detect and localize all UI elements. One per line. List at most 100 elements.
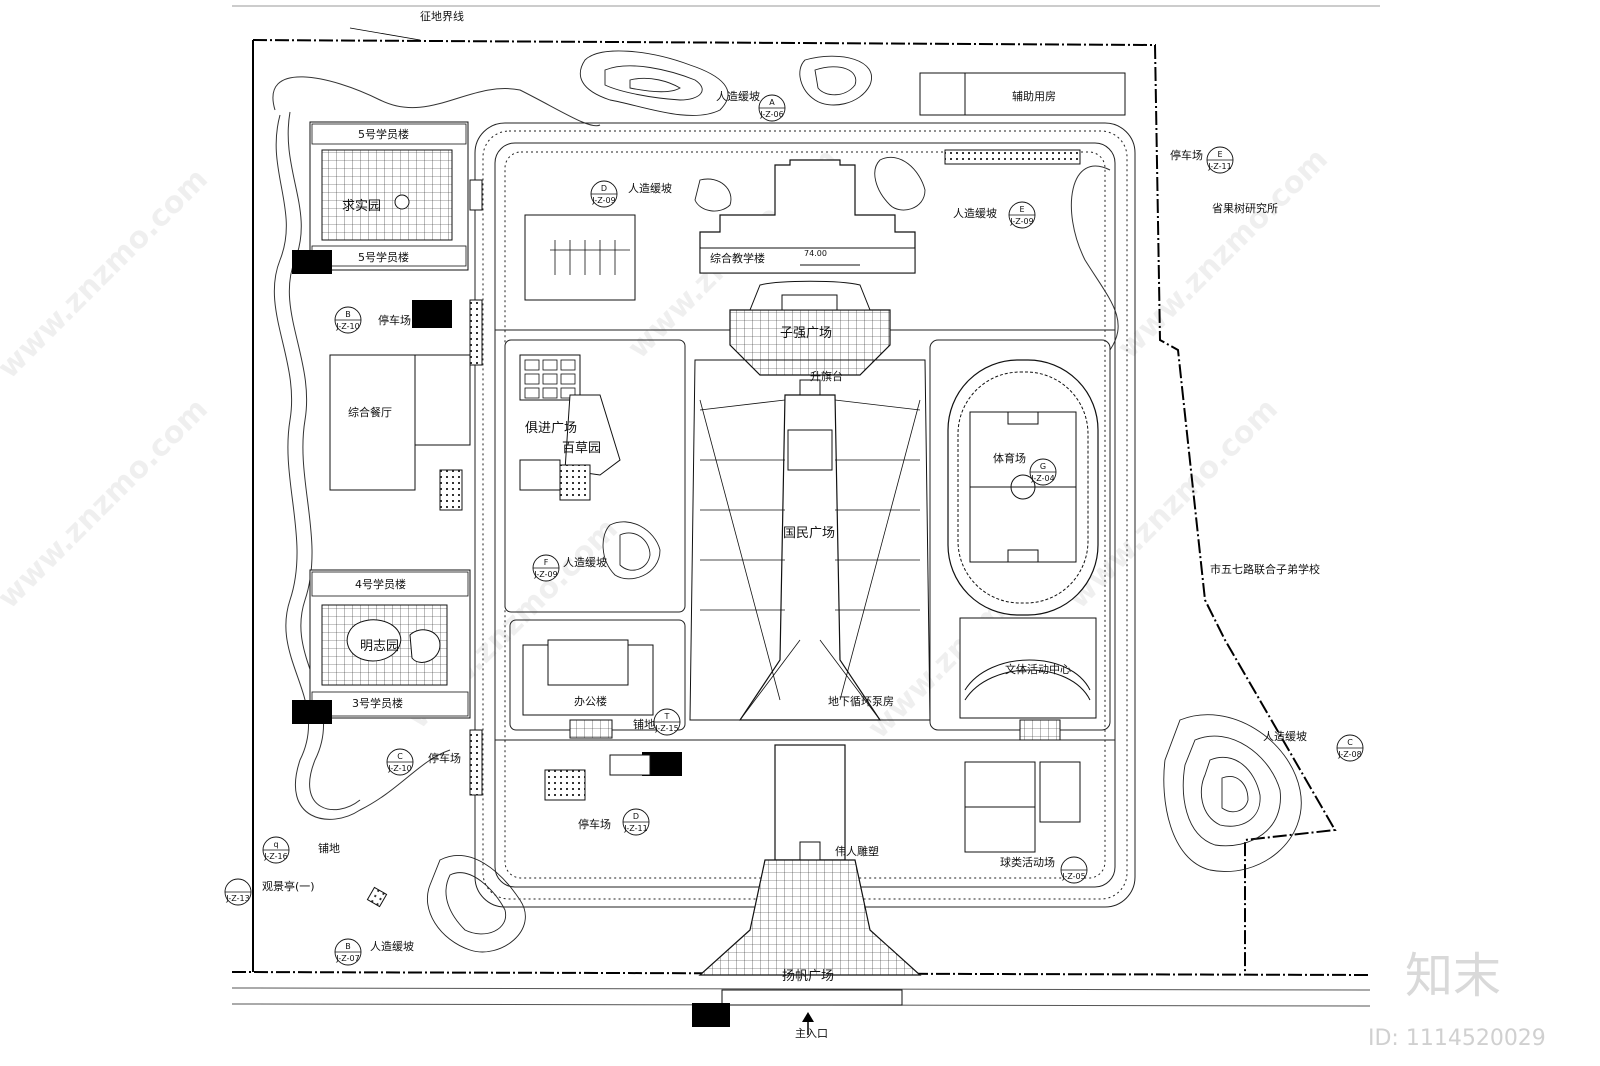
central-axis: [689, 280, 931, 1035]
fruit-institute-label: 省果树研究所: [1212, 201, 1278, 215]
ref-key: B: [345, 942, 351, 951]
school-label: 市五七路联合子弟学校: [1210, 562, 1320, 576]
junjin-plaza-label: 俱进广场: [525, 421, 577, 436]
mingzhi-garden-label: 明志园: [360, 639, 399, 654]
reference-callouts: AJ-Z-06DJ-Z-09EJ-Z-09EJ-Z-11BJ-Z-10FJ-Z-…: [224, 94, 1364, 966]
ref-code: J-Z-07: [335, 954, 359, 963]
ref-key: E: [1217, 150, 1222, 159]
site-boundary: 征地界线: [231, 5, 1380, 1007]
slope-label: 人造缓坡: [1263, 729, 1307, 743]
ref-key: A: [769, 98, 775, 107]
pump-room-label: 地下循环泵房: [828, 695, 894, 708]
ref-code: J-Z-10: [387, 764, 411, 773]
junjin-zone: [519, 354, 682, 801]
parking-label: 停车场: [378, 313, 411, 327]
slope-label: 人造缓坡: [716, 89, 760, 103]
teaching-zone: [524, 72, 1126, 301]
dining-label: 综合餐厅: [348, 405, 392, 419]
ref-code: J-Z-13: [225, 894, 249, 903]
ref-code: J-Z-09: [1009, 217, 1033, 226]
dorm4-label: 4号学员楼: [355, 577, 406, 591]
detail-ref-callout: TJ-Z-15: [653, 708, 681, 736]
ref-code: J-Z-16: [263, 852, 287, 861]
ref-code: J-Z-08: [1337, 750, 1361, 759]
parking-label: 停车场: [578, 817, 611, 831]
ref-key: F: [544, 558, 549, 567]
ref-key: C: [1347, 738, 1353, 747]
baicao-garden-label: 百草园: [562, 441, 601, 456]
dorm3-label: 3号学员楼: [352, 696, 403, 710]
garden-path: [272, 76, 1119, 820]
ref-key: G: [1040, 462, 1046, 471]
ref-code: J-Z-10: [335, 322, 359, 331]
slope-label: 人造缓坡: [953, 206, 997, 220]
dorm5-top-label: 5号学员楼: [358, 127, 409, 141]
ref-code: J-Z-09: [591, 196, 615, 205]
pavilion-mark: [366, 886, 388, 908]
detail-ref-callout: E J-Z-11: [1206, 146, 1234, 174]
ref-code: J-Z-11: [623, 824, 647, 833]
paving-label: 铺地: [633, 718, 655, 731]
boundary-label: 征地界线: [420, 9, 464, 23]
paving-label: 铺地: [318, 842, 340, 855]
detail-ref-callout: J-Z-13: [224, 878, 252, 906]
ball-courts-label: 球类活动场: [1000, 855, 1055, 869]
detail-ref-callout: C J-Z-08: [1336, 734, 1364, 762]
slope-label: 人造缓坡: [628, 181, 672, 195]
parking-label: 停车场: [1170, 148, 1203, 162]
gym-label: 体育场: [993, 451, 1026, 465]
main-entrance-label: 主入口: [795, 1027, 828, 1040]
slope-label: 人造缓坡: [563, 555, 607, 569]
parking-label: 停车场: [428, 751, 461, 765]
detail-ref-callout: E J-Z-09: [1008, 201, 1036, 229]
qiushi-garden-label: 求实园: [342, 199, 381, 214]
detail-ref-callout: qJ-Z-16: [262, 836, 290, 864]
slope-mound: [426, 156, 1302, 953]
watermark-text: www.znzmo.com: [1111, 142, 1335, 366]
detail-ref-callout: DJ-Z-09: [590, 180, 618, 208]
detail-ref-callout: C J-Z-10: [386, 748, 414, 776]
detail-ref-callout: G J-Z-04: [1029, 458, 1057, 486]
ref-code: J-Z-05: [1061, 872, 1085, 881]
ziqiang-plaza-label: 子强广场: [780, 326, 832, 341]
ref-code: J-Z-04: [1030, 474, 1054, 483]
ref-code: J-Z-11: [1207, 162, 1231, 171]
guomin-plaza-label: 国民广场: [783, 526, 835, 541]
ref-key: C: [397, 752, 403, 761]
watermark-text: www.znzmo.com: [0, 162, 215, 386]
slope-mound: [579, 50, 872, 116]
building-labels: 辅助用房 5号学员楼 求实园 5号学员楼 综合餐厅 4号学员楼 明志园 3号学员…: [342, 89, 1071, 869]
ref-key: D: [633, 812, 639, 821]
watermark-text: www.znzmo.com: [0, 392, 215, 616]
detail-ref-callout: F J-Z-09: [532, 554, 560, 582]
left-building-block: [292, 121, 483, 796]
ref-code: J-Z-06: [759, 110, 783, 119]
detail-ref-callout: A J-Z-06: [758, 94, 786, 122]
annotation-labels: 人造缓坡 人造缓坡 人造缓坡 人造缓坡 人造缓坡 人造缓坡 停车场 停车场 停车…: [262, 89, 1320, 1040]
office-label: 办公楼: [574, 694, 607, 708]
ref-key: q: [273, 840, 278, 849]
garden-path: [287, 111, 361, 811]
culture-center-label: 文体活动中心: [1005, 662, 1071, 676]
pavilion-label: 观景亭(一): [262, 879, 315, 893]
teaching-building-label: 综合教学楼: [710, 251, 765, 265]
detail-ref-callout: D J-Z-11: [622, 808, 650, 836]
aux-rooms-label: 辅助用房: [1012, 89, 1056, 103]
yangfan-plaza-label: 扬帆广场: [782, 969, 834, 984]
detail-ref-callout: J-Z-05: [1060, 856, 1088, 884]
ref-code: J-Z-09: [533, 570, 557, 579]
detail-ref-callout: B J-Z-07: [334, 938, 362, 966]
flag-platform-label: 升旗台: [810, 369, 843, 383]
brand-watermark: 知末: [1405, 948, 1501, 1004]
ref-key: B: [345, 310, 351, 319]
ref-key: T: [664, 712, 670, 721]
statue-label: 伟人雕塑: [835, 844, 879, 858]
detail-ref-callout: B J-Z-10: [334, 306, 362, 334]
ref-key: E: [1019, 205, 1024, 214]
elevation-label: 74.00: [804, 249, 827, 258]
dorm5-bottom-label: 5号学员楼: [358, 250, 409, 264]
id-watermark: ID: 1114520029: [1368, 1026, 1546, 1051]
sports-zone: [947, 359, 1099, 853]
slope-label: 人造缓坡: [370, 939, 414, 953]
